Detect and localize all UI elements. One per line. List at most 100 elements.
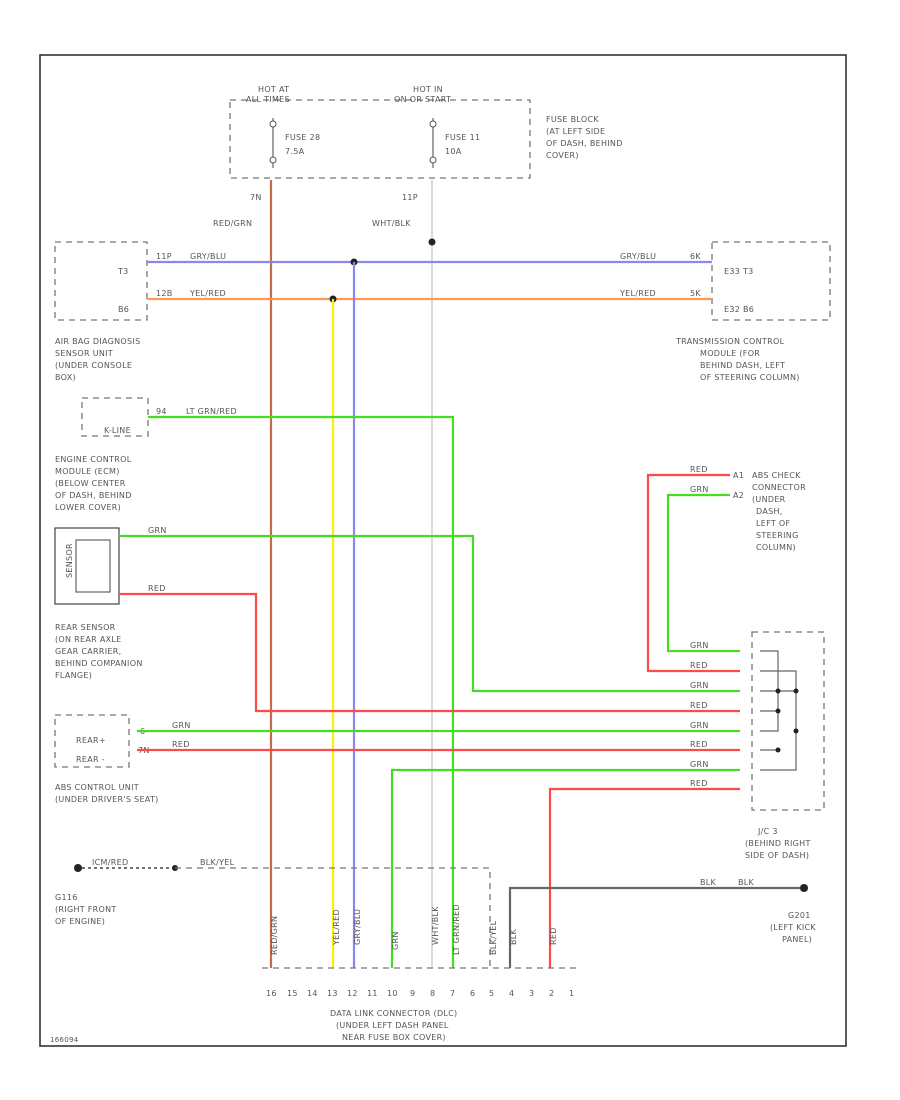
- airbag-pin-2: B6: [118, 305, 129, 314]
- footer-code: 166094: [50, 1036, 79, 1044]
- tcm-desc-4: OF STEERING COLUMN): [700, 373, 800, 382]
- jc3-wire-label-2: RED: [690, 661, 708, 670]
- fuse-1-label: FUSE 28: [285, 133, 320, 142]
- abs-check-desc-4: DASH,: [756, 507, 783, 516]
- abs-check-pin-2: A2: [733, 491, 744, 500]
- rear-sensor-desc-1: REAR SENSOR: [55, 623, 116, 632]
- wire-top-white-label: WHT/BLK: [372, 219, 411, 228]
- g201-wire-label-2: BLK: [738, 878, 755, 887]
- wire-abs-check-red: [646, 473, 740, 673]
- abs-check-wire-red: RED: [690, 465, 708, 474]
- rear-sensor-label: SENSOR: [65, 543, 74, 578]
- ecm-desc-5: LOWER COVER): [55, 503, 121, 512]
- wire-sensor-red-label: RED: [148, 584, 166, 593]
- airbag-desc-2: SENSOR UNIT: [55, 349, 113, 358]
- jc3-bus-b: [760, 670, 797, 771]
- jc3-node-1: [775, 688, 781, 694]
- fuse-1-terminal-bottom: [269, 156, 277, 164]
- jc3-wire-label-7: GRN: [690, 760, 709, 769]
- ecm-label: K-LINE: [104, 426, 131, 435]
- dlc-pin-6: 6: [470, 989, 475, 998]
- wire-sensor-grn: [119, 534, 740, 693]
- g116-desc-1: G116: [55, 893, 78, 902]
- dlc-wire-label-5: WHT/BLK: [431, 906, 440, 945]
- g116-wire-label: ICM/RED: [92, 858, 128, 867]
- dlc-desc-3: NEAR FUSE BOX COVER): [342, 1033, 446, 1042]
- wire-blue-label-left: GRY/BLU: [190, 252, 226, 261]
- fuse-1-terminal-top: [269, 120, 277, 128]
- dlc-desc-1: DATA LINK CONNECTOR (DLC): [330, 1009, 457, 1018]
- jc3-desc-1: J/C 3: [757, 827, 778, 836]
- abs-check-wire-grn: GRN: [690, 485, 709, 494]
- g116-wire-label-2: BLK/YEL: [200, 858, 235, 867]
- fuse-block-outline: [229, 99, 531, 179]
- wire-orange-pin-left: 12B: [156, 289, 173, 298]
- jc3-wire-label-3: GRN: [690, 681, 709, 690]
- abs-unit-rear1: REAR+: [76, 736, 106, 745]
- ecm-desc-4: OF DASH, BEHIND: [55, 491, 132, 500]
- wire-orange-pin-right: 5K: [690, 289, 701, 298]
- dlc-pin-13: 13: [327, 989, 338, 998]
- airbag-desc-4: BOX): [55, 373, 76, 382]
- rear-sensor-desc-2: (ON REAR AXLE: [55, 635, 122, 644]
- airbag-desc-3: (UNDER CONSOLE: [55, 361, 132, 370]
- dlc-pin-3: 3: [529, 989, 534, 998]
- g201-wire-label: BLK: [700, 878, 717, 887]
- wire-top-white-pin: 11P: [402, 193, 418, 202]
- wire-abs-red-label: RED: [172, 740, 190, 749]
- dlc-pin-5: 5: [489, 989, 494, 998]
- ecm-desc-3: (BELOW CENTER: [55, 479, 126, 488]
- wire-dlc-red: [548, 787, 740, 968]
- fuse-block-desc-4: COVER): [546, 151, 579, 160]
- fuse-2-terminal-top: [429, 120, 437, 128]
- fuse-block-desc-2: (AT LEFT SIDE: [546, 127, 605, 136]
- abs-unit-rear2: REAR -: [76, 755, 105, 764]
- ground-g116-symbol: [74, 864, 82, 872]
- rear-sensor-desc-3: GEAR CARRIER,: [55, 647, 121, 656]
- wire-abs-check-grn: [666, 493, 740, 653]
- tcm-pin-2: E32 B6: [724, 305, 754, 314]
- wire-abs-grn-label: GRN: [172, 721, 191, 730]
- g116-desc-3: OF ENGINE): [55, 917, 105, 926]
- abs-check-desc-2: CONNECTOR: [752, 483, 806, 492]
- dlc-pin-2: 2: [549, 989, 554, 998]
- g116-desc-2: (RIGHT FRONT: [55, 905, 117, 914]
- jc3-node-4: [793, 728, 799, 734]
- wire-ecm-pin: 94: [156, 407, 167, 416]
- jc3-outline: [751, 631, 825, 811]
- splice-wht: [428, 238, 436, 246]
- jc3-desc-3: SIDE OF DASH): [745, 851, 809, 860]
- wire-blue-pin-left: 11P: [156, 252, 172, 261]
- tcm-desc-1: TRANSMISSION CONTROL: [675, 337, 785, 346]
- dlc-pin-9: 9: [410, 989, 415, 998]
- jc3-wire-label-1: GRN: [690, 641, 709, 650]
- dlc-wire-label-2: YEL/RED: [332, 909, 341, 946]
- dlc-pin-15: 15: [287, 989, 298, 998]
- ecm-outline: [81, 397, 149, 437]
- jc3-node-3: [775, 708, 781, 714]
- dlc-pin-4: 4: [509, 989, 514, 998]
- fuse-hot-label-2: HOT IN: [413, 85, 443, 94]
- wire-top-red-label: RED/GRN: [213, 219, 252, 228]
- jc3-wire-label-8: RED: [690, 779, 708, 788]
- wire-lt-grn-red: [148, 415, 455, 968]
- rear-sensor-body: [75, 539, 111, 593]
- abs-check-desc-3: (UNDER: [752, 495, 786, 504]
- rear-sensor-outline: [54, 527, 120, 605]
- abs-unit-desc-2: (UNDER DRIVER'S SEAT): [55, 795, 159, 804]
- dlc-wire-label-9: RED: [549, 927, 558, 945]
- jc3-wire-label-6: RED: [690, 740, 708, 749]
- wire-blue-label-right: GRY/BLU: [620, 252, 656, 261]
- jc3-desc-2: (BEHIND RIGHT: [745, 839, 811, 848]
- tcm-pin-1: E33 T3: [724, 267, 754, 276]
- dlc-wire-label-8: BLK: [509, 928, 518, 945]
- fuse-hot-sub-1: ALL TIMES: [246, 95, 290, 104]
- dlc-pin-1: 1: [569, 989, 574, 998]
- abs-unit-outline: [54, 714, 130, 768]
- dlc-wire-label-6: LT GRN/RED: [452, 904, 461, 955]
- tcm-desc-2: MODULE (FOR: [700, 349, 760, 358]
- g201-desc-3: PANEL): [782, 935, 812, 944]
- jc3-wire-label-4: RED: [690, 701, 708, 710]
- rear-sensor-desc-4: BEHIND COMPANION: [55, 659, 143, 668]
- fuse-2-terminal-bottom: [429, 156, 437, 164]
